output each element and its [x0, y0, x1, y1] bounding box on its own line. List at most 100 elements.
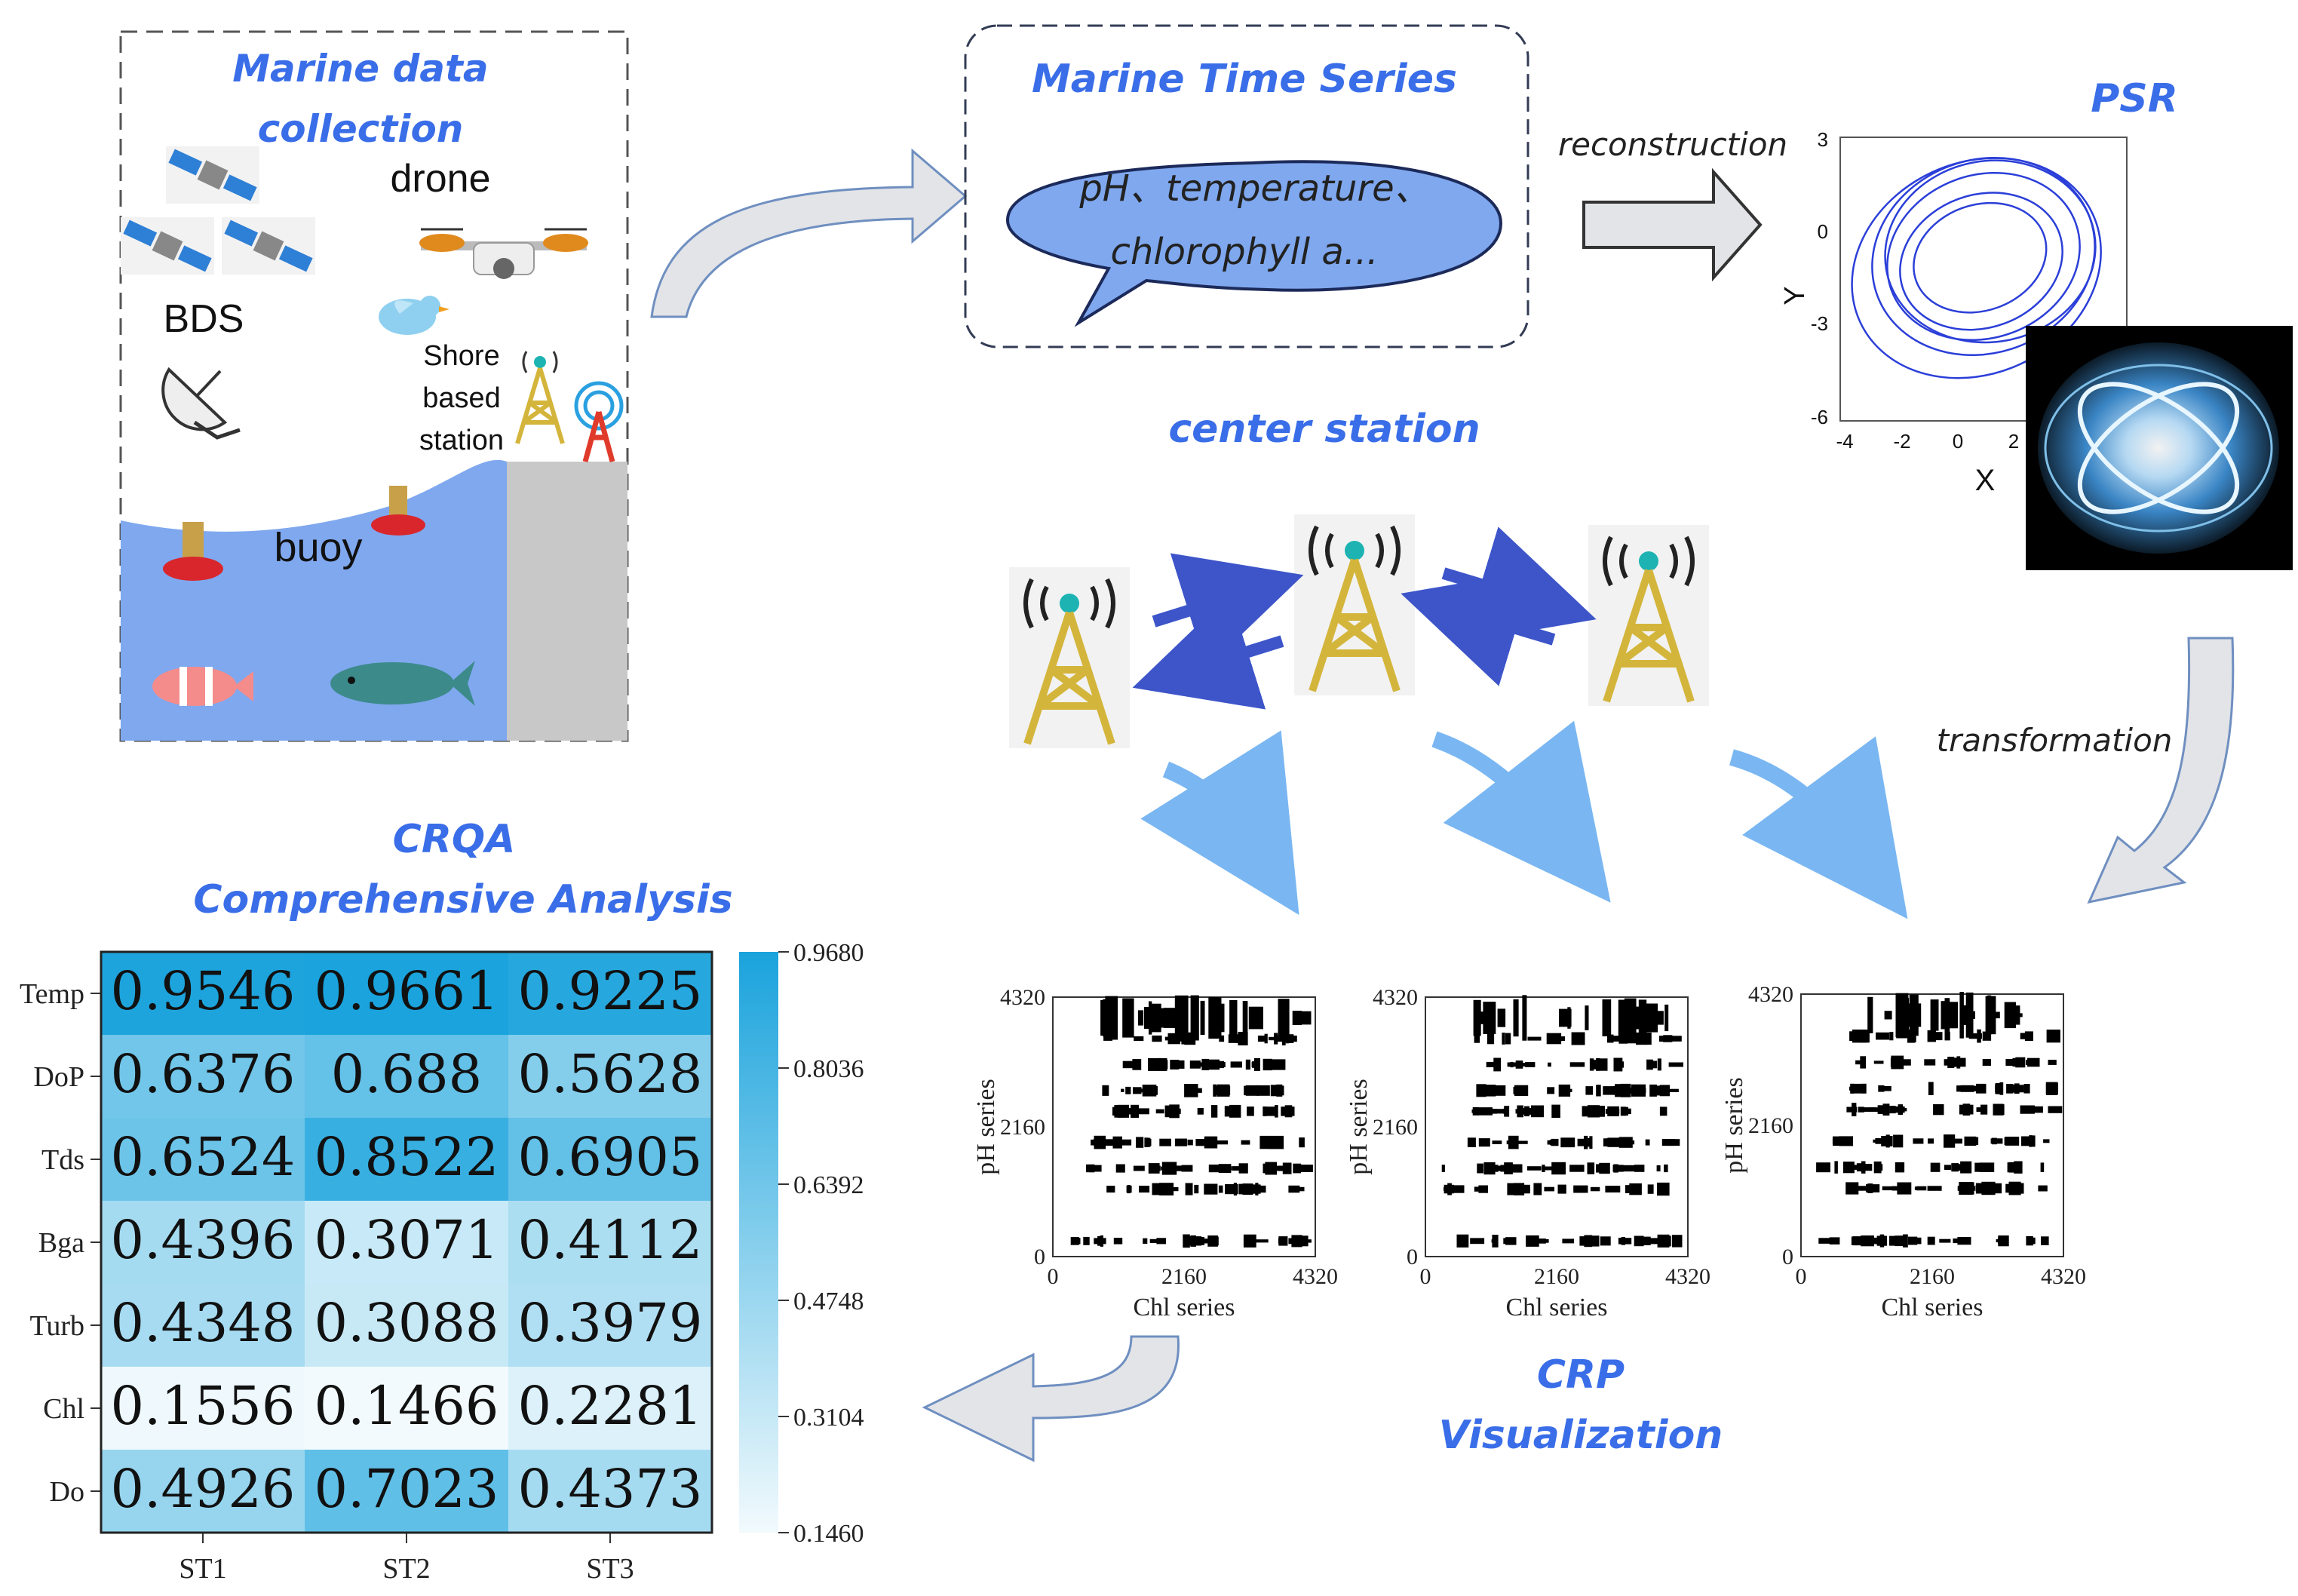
crp-texture: [2020, 1105, 2035, 1114]
crp-texture: [1157, 1014, 1164, 1021]
heatmap-cell: [305, 1450, 508, 1533]
crp-texture: [1257, 1036, 1267, 1042]
crp-texture: [1106, 1186, 1115, 1193]
crp-texture: [1238, 1183, 1251, 1195]
crp-texture: [1891, 1186, 1906, 1191]
crp-texture: [1139, 1108, 1149, 1115]
station-tower-left: [1009, 567, 1130, 748]
crp-texture: [1947, 1057, 1955, 1068]
crp-texture: [1175, 1060, 1185, 1069]
crp-texture: [1470, 1238, 1485, 1245]
flow-arrow-to-crp-3: [1729, 736, 1908, 919]
crp-texture: [1503, 1238, 1509, 1245]
crp-texture: [1477, 1163, 1483, 1174]
crp-texture: [1505, 1033, 1511, 1045]
crp-texture: [1957, 1237, 1971, 1245]
crp-texture: [1977, 1029, 1981, 1043]
crp-texture: [1219, 1035, 1225, 1042]
crp-texture: [1895, 1235, 1907, 1247]
crp-texture: [1441, 1165, 1445, 1172]
crp-texture: [1263, 1163, 1269, 1174]
heatmap-cell: [508, 1284, 712, 1367]
crp-texture: [1646, 1059, 1653, 1070]
crp-texture: [1288, 1185, 1300, 1193]
heatmap-cell-value: 0.4112: [518, 1209, 703, 1271]
crp-texture: [1818, 1238, 1830, 1244]
heatmap-cell: [305, 952, 508, 1035]
crp-texture: [1190, 995, 1199, 1041]
crp-texture: [1956, 1056, 1961, 1069]
crp-xlabel: Chl series: [1881, 1294, 1983, 1321]
crp-texture: [1959, 992, 1964, 1039]
crp-texture: [1559, 1008, 1572, 1027]
crp-texture: [2006, 1084, 2014, 1094]
crp-texture: [1486, 1061, 1496, 1067]
heatmap-cell-value: 0.8522: [314, 1126, 499, 1188]
crp-texture: [1849, 1031, 1855, 1042]
crp-texture: [1184, 1084, 1198, 1097]
crp-texture: [1228, 1034, 1242, 1043]
crp-texture: [1916, 1186, 1927, 1191]
heatmap-cell: [508, 1035, 712, 1118]
crp-texture: [1201, 1238, 1205, 1244]
crp-texture: [1649, 1238, 1659, 1245]
heatmap-cell-value: 0.688: [331, 1043, 482, 1105]
crp-texture: [1928, 1082, 1934, 1095]
crp-texture: [1585, 1005, 1589, 1030]
crp-texture: [1982, 1059, 1991, 1066]
crp-texture: [1846, 1165, 1858, 1170]
shore-label-line2: based: [422, 382, 501, 414]
crp-xtick-label: 0: [1420, 1264, 1431, 1289]
colorbar-tick-label: 0.6392: [793, 1171, 864, 1199]
crp-texture: [1259, 1135, 1269, 1149]
crp-texture: [1196, 1237, 1204, 1245]
psr-ylabel: Y: [1779, 286, 1811, 305]
heatmap-cell: [101, 1035, 305, 1118]
crp-texture: [1649, 1084, 1657, 1097]
crp-texture: [1150, 1060, 1155, 1070]
crp-texture: [1949, 1139, 1955, 1143]
crp-texture: [1858, 1106, 1864, 1113]
psr-xtick: 0: [1953, 430, 1963, 453]
crp-texture: [1200, 1000, 1205, 1036]
crp-texture: [1146, 1137, 1151, 1147]
crp-texture: [1149, 1001, 1152, 1035]
shore-label-line1: Shore: [423, 340, 499, 372]
crp-texture: [1984, 1186, 1994, 1191]
reconstruction-label: reconstruction: [1558, 126, 1787, 163]
crp-texture: [2041, 1236, 2049, 1245]
heatmap-cell: [101, 1450, 305, 1533]
flow-arrow-to-crp-1: [1140, 730, 1299, 916]
time-series-panel: Marine Time Series pH、temperature、 chlor…: [964, 24, 1529, 348]
crp-texture: [1089, 1164, 1094, 1173]
crp-texture: [1576, 1165, 1585, 1172]
crp-texture: [1193, 1062, 1209, 1067]
crp-texture: [1122, 998, 1134, 1038]
crp-texture: [1094, 1238, 1106, 1245]
crp-xlabel: Chl series: [1133, 1294, 1235, 1321]
crp-texture: [1607, 1034, 1614, 1043]
flow-arrow-to-timeseries: [650, 148, 968, 318]
crp-texture: [2032, 1106, 2043, 1113]
crp-texture: [1878, 1085, 1885, 1092]
crp-texture: [1600, 1058, 1608, 1071]
crp-texture: [2038, 1185, 2048, 1192]
crp-texture: [1139, 1186, 1150, 1193]
heatmap-cell-value: 0.9546: [111, 960, 296, 1022]
crp-texture: [1506, 1140, 1514, 1145]
crp-texture: [1634, 1165, 1645, 1172]
crp-texture: [1941, 1001, 1947, 1030]
crp-texture: [1855, 1060, 1861, 1065]
buoy-icon: [371, 486, 425, 536]
crp-texture: [1631, 1084, 1646, 1097]
crp-texture: [1526, 1235, 1539, 1247]
crp-texture: [1189, 1060, 1201, 1069]
crp-texture: [1563, 1088, 1572, 1092]
crp-texture: [1526, 1166, 1542, 1171]
transformation-arrow: [2087, 637, 2235, 904]
crp-texture: [1161, 1166, 1174, 1171]
heatmap-cell-value: 0.1466: [314, 1375, 499, 1437]
heatmap-cell-value: 0.4373: [518, 1458, 703, 1520]
heatmap-cell: [508, 1118, 712, 1201]
heatmap-cell-value: 0.9661: [314, 960, 499, 1022]
